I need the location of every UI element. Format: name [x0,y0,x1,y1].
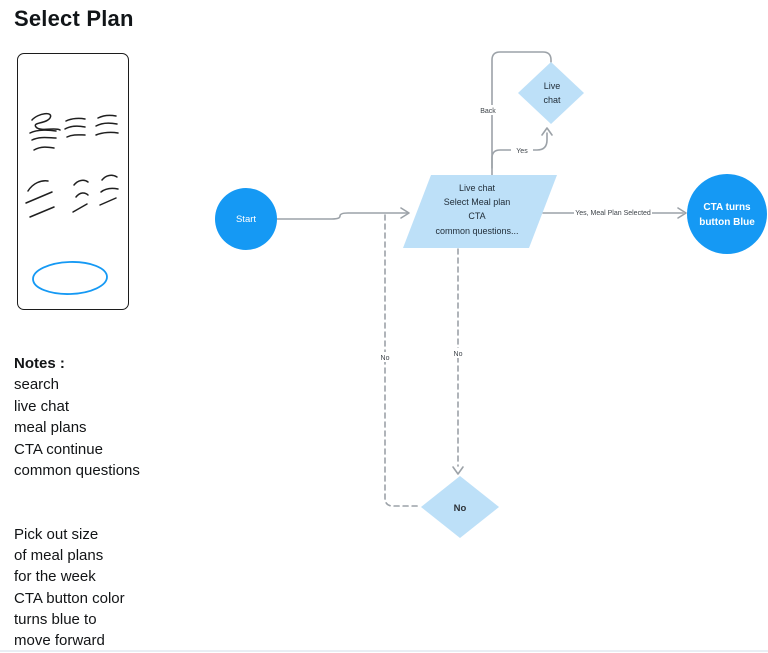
process-node-line: Select Meal plan [444,197,511,207]
description-line: turns blue to [14,610,97,628]
canvas-bottom-edge [0,650,768,652]
note-item: search [14,376,60,394]
edge-label-back: Back [476,105,500,115]
decision-node-label: No [454,503,467,514]
decision-node-line: chat [543,95,561,105]
description-line: for the week [14,568,96,586]
connector-start-to-process[interactable] [276,207,410,220]
svg-text:No: No [381,355,390,362]
sketch-scribbles [25,112,119,218]
description-line: of meal plans [14,547,104,565]
sketch-ellipse [32,261,108,295]
decision-node-no[interactable]: No [421,476,499,538]
note-item: CTA continue [14,440,103,458]
svg-text:Yes: Yes [516,148,528,155]
svg-text:No: No [454,351,463,358]
process-node-line: CTA [468,211,485,221]
end-node-cta-blue[interactable]: CTA turns button Blue [687,174,767,254]
start-node[interactable]: Start [215,188,277,250]
decision-node-live-chat[interactable]: Live chat [518,62,584,124]
edge-label-yes: Yes [511,145,533,155]
description-line: Pick out size [14,526,99,543]
wireframe-sketch-canvas [25,112,119,295]
start-node-label: Start [236,214,256,225]
note-item: common questions [14,462,140,480]
decision-node-line: Live [544,81,561,91]
connector-no-right[interactable] [452,248,464,475]
process-node-line: Live chat [459,183,496,193]
description-line: move forward [14,632,105,650]
wireframe-sketch-frame[interactable] [17,53,129,310]
process-node-line: common questions... [435,226,518,236]
svg-text:Back: Back [480,108,496,115]
description-block: Pick out size of meal plans for the week… [14,524,125,651]
note-item: meal plans [14,419,87,437]
page-title: Select Plan [14,6,134,31]
end-node-line: button Blue [699,217,755,228]
connector-back-loop[interactable] [491,51,552,177]
notes-block: Notes : search live chat meal plans CTA … [14,353,140,481]
description-line: CTA button color [14,589,125,607]
edge-label-yes-meal-plan-selected: Yes, Meal Plan Selected [574,206,652,218]
svg-text:Yes, Meal Plan Selected: Yes, Meal Plan Selected [575,210,651,217]
process-node-select-meal-plan[interactable]: Live chat Select Meal plan CTA common qu… [403,175,557,248]
end-node-line: CTA turns [703,202,751,213]
edge-label-no-left: No [377,352,393,362]
note-item: live chat [14,397,70,415]
edge-label-no-right: No [450,348,466,358]
notes-heading: Notes : [14,355,65,372]
connector-no-left[interactable] [384,214,420,507]
